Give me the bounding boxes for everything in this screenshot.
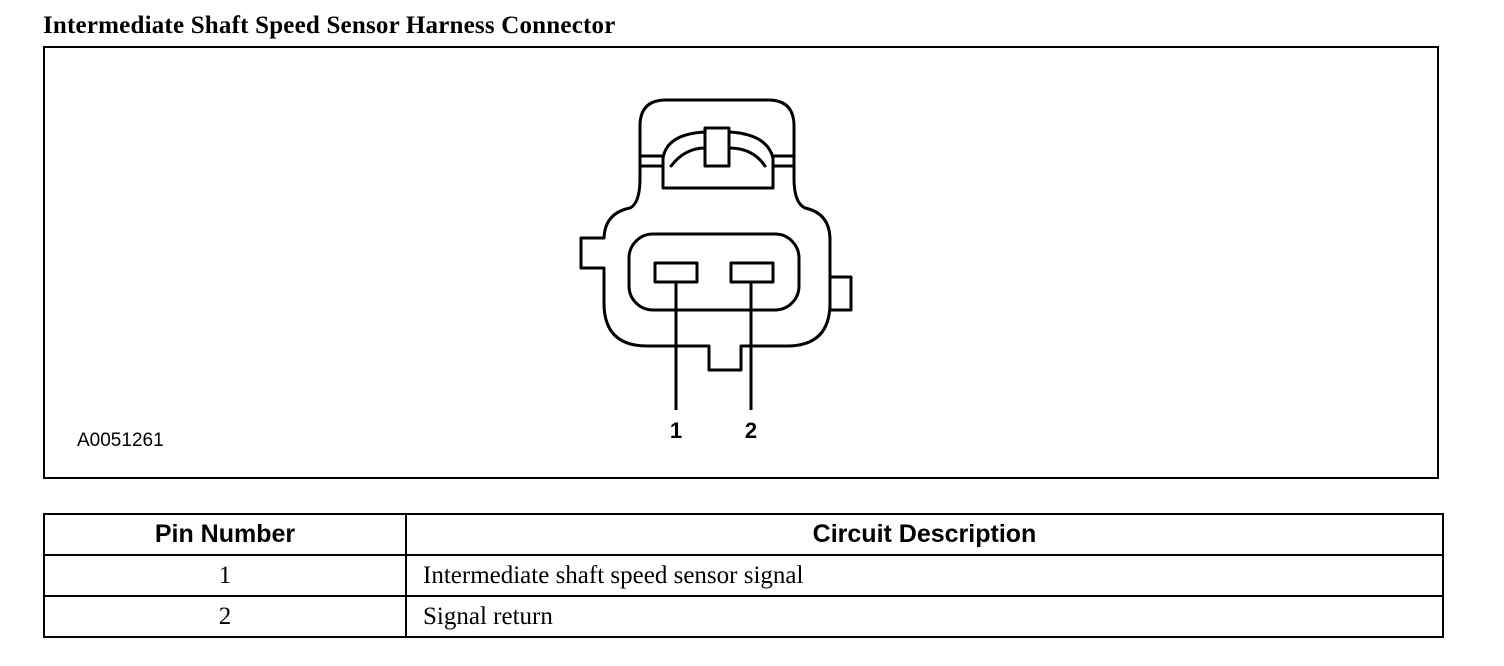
connector-figure: 1 2 A0051261 [43, 46, 1439, 479]
latch-window [661, 156, 775, 190]
table-header-row: Pin Number Circuit Description [43, 513, 1444, 556]
terminal-cavity [627, 232, 801, 312]
pin-label-1: 1 [669, 418, 683, 443]
pin-table: Pin Number Circuit Description 1 Interme… [43, 513, 1444, 638]
latch-center [661, 126, 775, 160]
table-row: 2 Signal return [43, 595, 1444, 638]
terminal-1 [653, 261, 699, 284]
page-title: Intermediate Shaft Speed Sensor Harness … [43, 12, 616, 39]
pin-label-2: 2 [744, 418, 758, 443]
connector-diagram [579, 98, 853, 410]
pin-number-cell: 2 [43, 595, 407, 638]
connector-latch [638, 98, 796, 180]
figure-id: A0051261 [77, 430, 164, 451]
circuit-description-cell: Signal return [405, 595, 1444, 638]
pin-number-cell: 1 [43, 554, 407, 597]
connector-housing [579, 176, 853, 372]
header-circuit-description: Circuit Description [405, 513, 1444, 556]
header-pin-number: Pin Number [43, 513, 407, 556]
terminal-2 [729, 261, 775, 284]
table-row: 1 Intermediate shaft speed sensor signal [43, 554, 1444, 597]
circuit-description-cell: Intermediate shaft speed sensor signal [405, 554, 1444, 597]
